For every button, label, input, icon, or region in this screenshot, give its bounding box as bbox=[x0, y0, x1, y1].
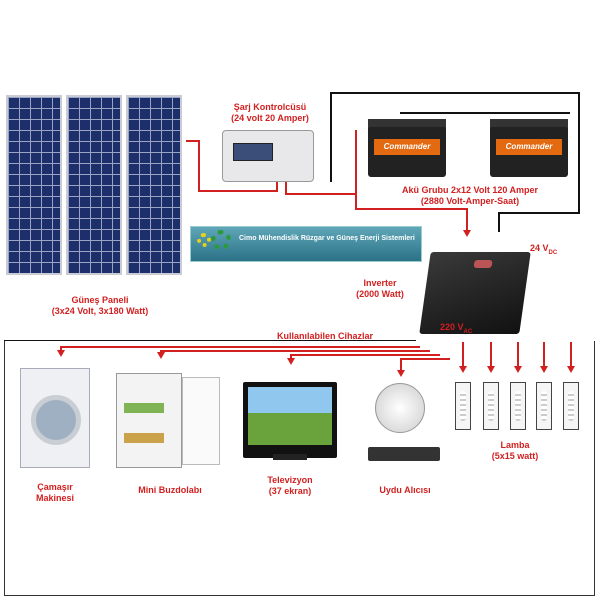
devices-frame bbox=[4, 341, 595, 596]
charge-controller bbox=[222, 130, 314, 182]
solar-panel-3 bbox=[126, 95, 182, 275]
dc-voltage-label: 24 VDC bbox=[530, 243, 557, 259]
controller-spec: (24 volt 20 Amper) bbox=[231, 113, 309, 123]
gear-icon bbox=[211, 230, 231, 250]
battery-brand: Commander bbox=[496, 139, 562, 155]
ac-voltage: 220 V bbox=[440, 322, 464, 332]
inverter-title: Inverter bbox=[363, 278, 397, 288]
satellite-dish bbox=[375, 383, 425, 433]
tv-label-2: (37 ekran) bbox=[268, 486, 312, 496]
dc-voltage: 24 V bbox=[530, 243, 549, 253]
lamp-2 bbox=[483, 382, 499, 430]
lamp-label: Lamba (5x15 watt) bbox=[475, 440, 555, 462]
battery-title: Akü Grubu 2x12 Volt 120 Amper bbox=[401, 185, 539, 195]
ac-voltage-label: 220 VAC bbox=[440, 322, 472, 338]
devices-title: Kullanılabilen Cihazlar bbox=[276, 331, 374, 341]
battery-2: Commander bbox=[490, 119, 568, 177]
controller-title: Şarj Kontrolcüsü bbox=[233, 102, 307, 112]
battery-spec: (2880 Volt-Amper-Saat) bbox=[420, 196, 520, 206]
panel-spec: (3x24 Volt, 3x180 Watt) bbox=[51, 306, 149, 316]
panel-title: Güneş Paneli bbox=[71, 295, 129, 305]
lamp-4 bbox=[536, 382, 552, 430]
dc-sub: DC bbox=[548, 249, 558, 256]
panel-label: Güneş Paneli (3x24 Volt, 3x180 Watt) bbox=[40, 295, 160, 317]
satellite-receiver bbox=[368, 447, 440, 461]
lamp-label-2: (5x15 watt) bbox=[491, 451, 539, 461]
fridge-label: Mini Buzdolabı bbox=[138, 485, 202, 495]
lamp-1 bbox=[455, 382, 471, 430]
company-banner: Cimo Mühendislik Rüzgar ve Güneş Enerji … bbox=[190, 226, 422, 262]
controller-label: Şarj Kontrolcüsü (24 volt 20 Amper) bbox=[205, 102, 335, 124]
inverter-label: Inverter (2000 Watt) bbox=[345, 278, 415, 300]
inverter bbox=[419, 252, 531, 334]
washer-label-1: Çamaşır bbox=[37, 482, 73, 492]
mini-fridge bbox=[116, 373, 222, 468]
tv-label-1: Televizyon bbox=[267, 475, 313, 485]
satellite-label: Uydu Alıcısı bbox=[379, 485, 431, 495]
banner-title: Cimo Mühendislik Rüzgar ve Güneş Enerji … bbox=[239, 235, 415, 242]
battery-brand: Commander bbox=[374, 139, 440, 155]
solar-panel-1 bbox=[6, 95, 62, 275]
tv-label: Televizyon (37 ekran) bbox=[250, 475, 330, 497]
washer-label-2: Makinesi bbox=[35, 493, 75, 503]
lamp-label-1: Lamba bbox=[500, 440, 530, 450]
lamp-5 bbox=[563, 382, 579, 430]
ac-sub: AC bbox=[463, 328, 473, 335]
gear-icon bbox=[197, 233, 211, 247]
washing-machine bbox=[20, 368, 90, 468]
inverter-spec: (2000 Watt) bbox=[356, 289, 404, 299]
battery-label: Akü Grubu 2x12 Volt 120 Amper (2880 Volt… bbox=[380, 185, 560, 207]
washer-label: Çamaşır Makinesi bbox=[25, 482, 85, 504]
battery-1: Commander bbox=[368, 119, 446, 177]
solar-panel-2 bbox=[66, 95, 122, 275]
television bbox=[243, 382, 337, 460]
lamp-3 bbox=[510, 382, 526, 430]
